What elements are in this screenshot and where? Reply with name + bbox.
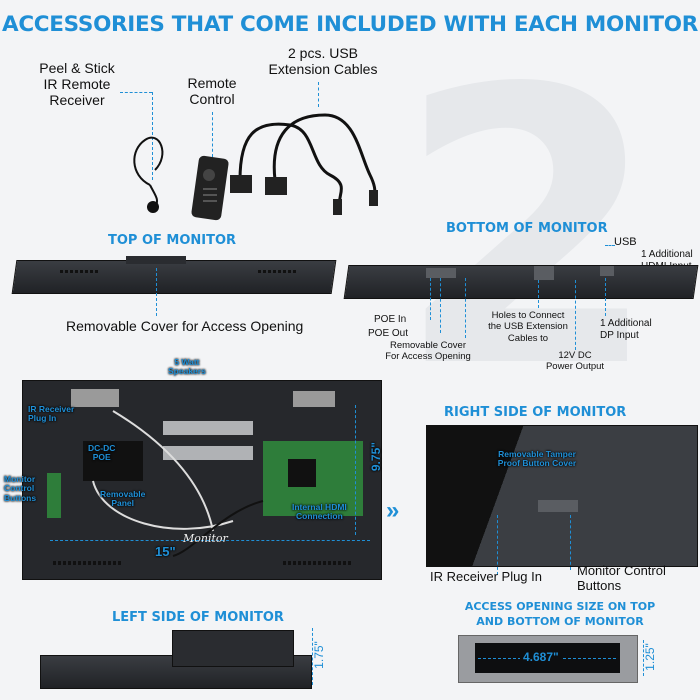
page-title: ACCESSORIES THAT COME INCLUDED WITH EACH… xyxy=(1,12,698,37)
top-cover-leader xyxy=(156,268,157,316)
top-vent-left xyxy=(60,270,100,273)
holes-label: Holes to Connect the USB Extension Cable… xyxy=(488,310,568,344)
tamper-cover xyxy=(538,500,578,512)
power-leader xyxy=(575,280,576,350)
ir-leader-h xyxy=(120,92,152,93)
bottom-hdmi-port xyxy=(600,266,614,276)
interior-width: 15" xyxy=(155,544,176,559)
top-vent-right xyxy=(258,270,298,273)
right-section-title: RIGHT SIDE OF MONITOR xyxy=(444,405,627,420)
left-section-title: LEFT SIDE OF MONITOR xyxy=(112,610,284,625)
bottom-usb-label: USB xyxy=(614,236,637,248)
bottom-monitor-image xyxy=(343,265,699,299)
power-label: 12V DC Power Output xyxy=(545,350,605,373)
top-monitor-image xyxy=(11,260,337,294)
top-cover-plate xyxy=(126,256,186,264)
accessories-illustration xyxy=(133,113,378,221)
poe-in-label: POE In xyxy=(374,314,407,325)
dcdc-module xyxy=(83,441,143,481)
top-cover-label: Removable Cover for Access Opening xyxy=(66,318,304,334)
speaker-left xyxy=(71,389,119,407)
button-board xyxy=(47,473,61,518)
main-chip xyxy=(288,459,316,487)
holes-leader xyxy=(538,280,539,308)
right-monitor-image xyxy=(426,425,698,567)
rail-2 xyxy=(163,446,253,460)
ir-leader-v xyxy=(152,92,153,180)
left-box xyxy=(172,630,294,667)
speaker-right xyxy=(293,391,335,407)
access-height: 1.25" xyxy=(642,643,657,671)
removable-label: Removable Panel xyxy=(100,489,146,509)
right-buttons-leader xyxy=(570,515,571,570)
bottom-ports xyxy=(426,268,456,278)
poe-out-leader xyxy=(440,278,441,333)
interior-height: 9.75" xyxy=(368,442,383,472)
right-buttons-label: Monitor Control Buttons xyxy=(577,563,666,593)
interior-logo: Monitor xyxy=(183,532,228,545)
background-watermark: 2 xyxy=(395,8,660,451)
usb-leader xyxy=(318,82,319,107)
bottom-dp-leader xyxy=(605,278,606,316)
usb-cables-label: 2 pcs. USB Extension Cables xyxy=(268,45,378,78)
access-height-line xyxy=(643,640,644,676)
dim-height-line xyxy=(355,405,356,535)
vent-bottom-right xyxy=(283,561,353,565)
bottom-section-title: BOTTOM OF MONITOR xyxy=(446,221,608,236)
right-ir-label: IR Receiver Plug In xyxy=(430,569,542,584)
ir-receiver-label: Peel & Stick IR Remote Receiver xyxy=(39,60,115,109)
bottom-cover-leader xyxy=(465,278,466,338)
poe-out-label: POE Out xyxy=(368,328,409,339)
dim-width-line xyxy=(50,540,370,541)
bottom-dc-port xyxy=(534,266,554,280)
interior-ir-label: IR Receiver Plug In xyxy=(28,404,75,424)
left-depth: 1.75" xyxy=(311,641,326,669)
poe-in-leader xyxy=(430,278,431,320)
right-ir-leader xyxy=(497,515,498,575)
tamper-label: Removable Tamper Proof Button Cover xyxy=(497,449,577,469)
left-depth-line xyxy=(312,628,313,685)
dcdc-label: DC-DC POE xyxy=(88,443,116,463)
bottom-dp-label: 1 Additional DP Input xyxy=(600,318,652,341)
interior-photo xyxy=(22,380,382,580)
remote-label: Remote Control xyxy=(187,75,237,108)
access-section-title: ACCESS OPENING SIZE ON TOP AND BOTTOM OF… xyxy=(464,600,656,628)
speakers-label: 5 Watt Speakers xyxy=(168,357,206,377)
bottom-usb-leader xyxy=(605,245,615,246)
top-section-title: TOP OF MONITOR xyxy=(108,233,237,248)
bottom-cover-label: Removable Cover For Access Opening xyxy=(385,340,471,363)
remote-leader xyxy=(212,112,213,157)
interior-wiring xyxy=(92,410,264,557)
vent-bottom-left xyxy=(53,561,123,565)
hdmi-conn-label: Internal HDMI Connection xyxy=(292,502,347,522)
rail xyxy=(163,421,253,435)
access-width: 4.687" xyxy=(520,650,562,664)
arrow-icon: » xyxy=(386,497,400,524)
interior-controls-label: Monitor Control Buttons xyxy=(4,474,37,503)
